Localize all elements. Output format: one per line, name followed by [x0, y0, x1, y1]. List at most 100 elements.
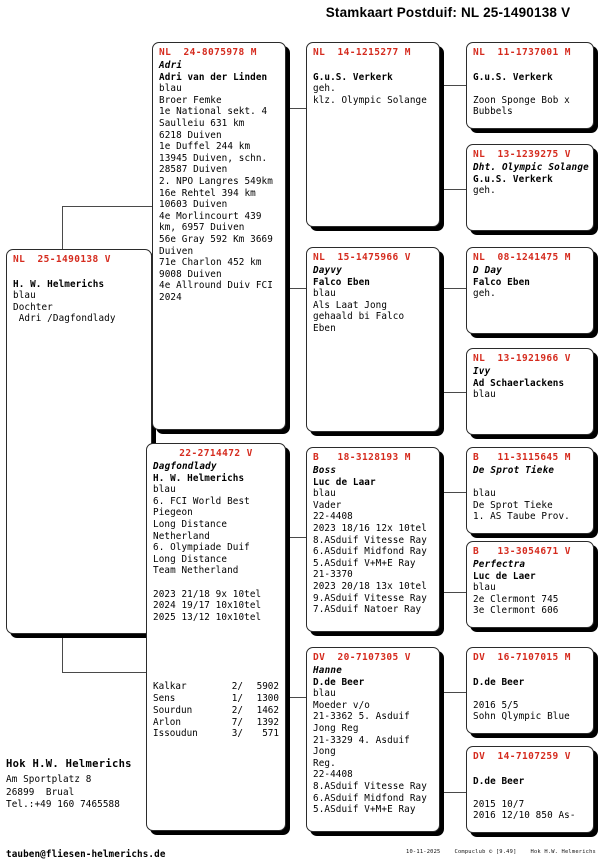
card-body: Falco Eben geh.: [473, 277, 587, 300]
card-line: Jong: [313, 746, 336, 758]
footer-date: 10-11-2025: [406, 849, 441, 855]
card-line: 28587 Duiven: [159, 164, 228, 176]
card-line: geh.: [473, 185, 496, 197]
card-line: G.u.S. Verkerk: [473, 173, 553, 185]
card-body: D.de Beer blau Moeder v/o 21-3362 5. Asd…: [313, 677, 433, 816]
card-line: 8.ASduif Vitesse Ray: [313, 534, 427, 546]
card-line: Dochter: [13, 301, 53, 313]
card-line: 9008 Duiven: [159, 268, 222, 280]
pedigree-card-subject[interactable]: NL 25-1490138 V H. W. Helmerichs blau Do…: [6, 249, 152, 634]
ring-number: 22-2714472 V: [179, 448, 253, 459]
card-line: 3e Clermont 606: [473, 605, 559, 617]
ring-number: NL 14-1215277 M: [313, 47, 411, 58]
ring-number: NL 11-1737001 M: [473, 47, 571, 58]
pedigree-card-ssm[interactable]: NL 13-1239275 V Dht. Olympic Solange G.u…: [466, 144, 594, 231]
pedigree-card-sire[interactable]: NL 24-8075978 M Adri Adri van der Linden…: [152, 42, 286, 430]
race-birds: 1462: [256, 704, 279, 716]
card-line: 7.ASduif Natoer Ray: [313, 604, 422, 616]
card-body: blau De Sprot Tieke 1. AS Taube Prov.: [473, 477, 587, 523]
breeder-name: Hok H.W. Helmerichs: [6, 758, 132, 770]
card-line: 6218 Duiven: [159, 129, 222, 141]
pedigree-card-sdm[interactable]: NL 13-1921966 V Ivy Ad Schaerlackens bla…: [466, 348, 594, 435]
breeder-street: Am Sportplatz 8: [6, 774, 92, 785]
card-line: Reg.: [313, 757, 336, 769]
race-name: Sens: [153, 693, 176, 705]
card-line: geh.: [313, 83, 336, 95]
card-line: Jong Reg: [313, 722, 359, 734]
card-line: Luc de Laar: [313, 476, 376, 488]
breeder-city: 26899 Brual: [6, 786, 75, 798]
pedigree-card-sdf[interactable]: NL 08-1241475 M D Day Falco Eben geh.: [466, 247, 594, 334]
breeder-contact-block: Hok H.W. Helmerichs Am Sportplatz 8 2689…: [6, 758, 156, 812]
card-body: G.u.S. Verkerk geh. klz. Olympic Solange: [313, 60, 433, 106]
card-line: blau: [313, 488, 336, 500]
card-line: Luc de Laer: [473, 570, 536, 582]
card-body: D.de Beer 2015 10/7 2016 12/10 850 As-: [473, 764, 587, 822]
table-row: Arlon 7/ 1392: [153, 717, 279, 729]
card-line: 21-3370: [313, 569, 353, 581]
ring-number: NL 25-1490138 V: [13, 254, 111, 265]
race-birds: 1300: [256, 693, 279, 705]
card-line: Zoon Sponge Bob x: [473, 94, 570, 106]
race-result: 3/: [231, 728, 243, 740]
card-line: 6. Olympiade Duif: [153, 542, 250, 554]
pedigree-card-dam-sire[interactable]: B 18-3128193 M Boss Luc de Laar blau Vad…: [306, 447, 440, 632]
card-line: 2023 21/18 9x 10tel: [153, 588, 262, 600]
pedigree-card-ddm[interactable]: DV 14-7107259 V D.de Beer 2015 10/7 2016…: [466, 746, 594, 833]
card-line: 2023 18/16 12x 10tel: [313, 522, 427, 534]
card-line: Sohn Qlympic Blue: [473, 711, 570, 723]
card-line: 6.ASduif Midfond Ray: [313, 792, 427, 804]
race-name: Issoudun: [153, 728, 198, 740]
pedigree-card-sire-sire[interactable]: NL 14-1215277 M G.u.S. Verkerk geh. klz.…: [306, 42, 440, 227]
card-line: geh.: [473, 288, 496, 300]
ring-number: NL 13-1239275 V: [473, 149, 571, 160]
pedigree-card-ddf[interactable]: DV 16-7107015 M D.de Beer 2016 5/5 Sohn …: [466, 647, 594, 734]
pedigree-card-sire-dam[interactable]: NL 15-1475966 V Dayvy Falco Eben blau Al…: [306, 247, 440, 432]
ring-number: DV 14-7107259 V: [473, 751, 571, 762]
card-line: 2. NPO Langres 549km: [159, 175, 273, 187]
race-birds: 5902: [256, 681, 279, 693]
pedigree-card-dam[interactable]: 22-2714472 V Dagfondlady H. W. Helmerich…: [146, 443, 286, 831]
card-line: Piegeon: [153, 507, 193, 519]
page-title: Stamkaart Postduif: NL 25-1490138 V: [325, 5, 571, 20]
ring-number: DV 16-7107015 M: [473, 652, 571, 663]
ring-number: B 11-3115645 M: [473, 452, 571, 463]
card-line: blau: [313, 688, 336, 700]
card-line: Als Laat Jong: [313, 299, 388, 311]
card-line: Long Distance: [153, 553, 228, 565]
card-line: Duiven: [159, 245, 194, 257]
pedigree-card-dam-dam[interactable]: DV 20-7107305 V Hanne D.de Beer blau Moe…: [306, 647, 440, 832]
card-line: H. W. Helmerichs: [13, 278, 105, 290]
card-line: 22-4408: [313, 511, 353, 523]
ring-number: DV 20-7107305 V: [313, 652, 411, 663]
pedigree-card-dsm[interactable]: B 13-3054671 V Perfectra Luc de Laer bla…: [466, 541, 594, 628]
card-line: 21-3362 5. Asduif: [313, 711, 410, 723]
breeder-email[interactable]: tauben@fliesen-helmerichs.de: [6, 849, 166, 860]
ring-number: NL 08-1241475 M: [473, 252, 571, 263]
card-body: Falco Eben blau Als Laat Jong gehaald bi…: [313, 277, 433, 335]
pigeon-name: Dayvy: [313, 265, 342, 276]
card-line: Team Netherland: [153, 565, 239, 577]
card-line: D.de Beer: [473, 676, 525, 688]
ring-number: NL 15-1475966 V: [313, 252, 411, 263]
card-line: 1e Duffel 244 km: [159, 141, 251, 153]
card-line: blau: [153, 484, 176, 496]
card-line: 1e National sekt. 4: [159, 106, 268, 118]
card-line: G.u.S. Verkerk: [313, 71, 393, 83]
pigeon-name: Boss: [313, 465, 337, 476]
card-line: 71e Charlon 452 km: [159, 257, 262, 269]
ring-number: NL 24-8075978 M: [159, 47, 257, 58]
race-result: 2/: [231, 704, 243, 716]
card-line: Saulleiu 631 km: [159, 117, 245, 129]
card-line: 2e Clermont 745: [473, 593, 559, 605]
pigeon-name: Dht. Olympic Solange: [473, 162, 589, 173]
pedigree-card-dsf[interactable]: B 11-3115645 M De Sprot Tieke blau De Sp…: [466, 447, 594, 534]
race-name: Arlon: [153, 716, 181, 728]
card-line: 21-3329 4. Asduif: [313, 734, 410, 746]
card-body: D.de Beer 2016 5/5 Sohn Qlympic Blue: [473, 665, 587, 723]
pigeon-name: Hanne: [313, 665, 342, 676]
pedigree-card-ssf[interactable]: NL 11-1737001 M G.u.S. Verkerk Zoon Spon…: [466, 42, 594, 129]
card-line: gehaald bi Falco: [313, 311, 405, 323]
card-line: Broer Femke: [159, 94, 222, 106]
